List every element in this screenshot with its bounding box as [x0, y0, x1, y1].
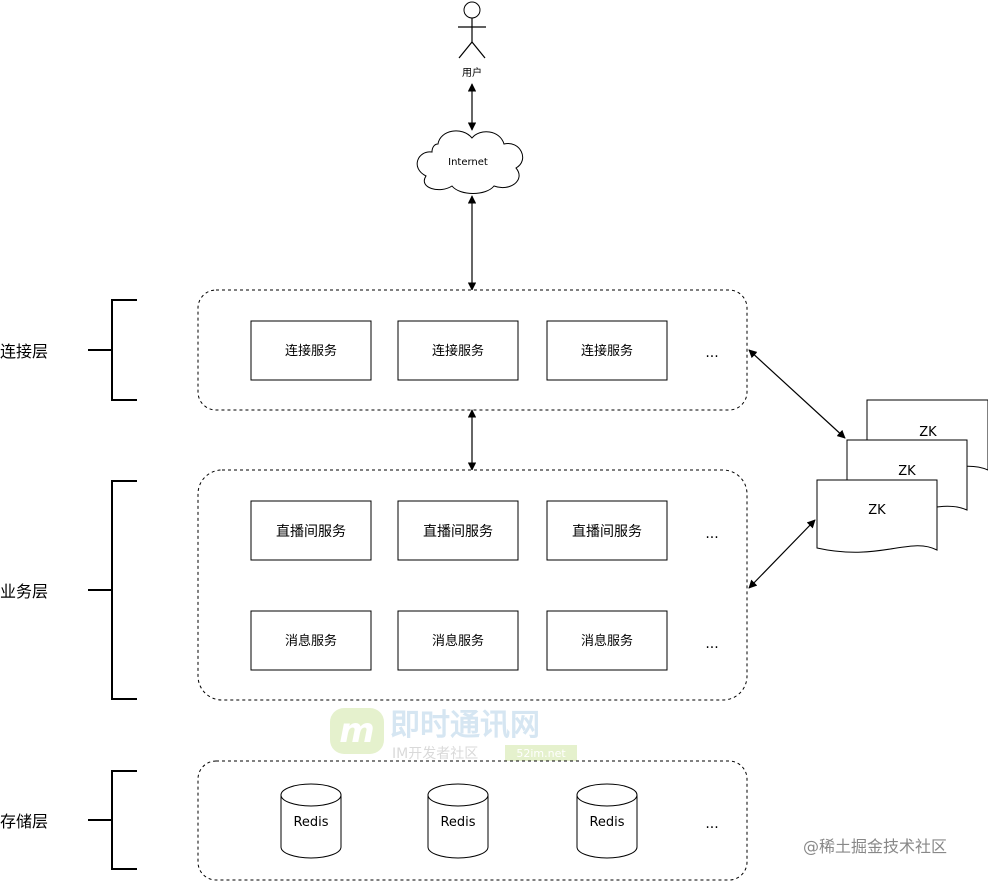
svg-text:ZK: ZK: [868, 503, 886, 518]
live-room-service-1: 直播间服务: [250, 500, 372, 561]
message-service-ellipsis: ...: [705, 636, 718, 652]
message-service-3: 消息服务: [546, 610, 668, 671]
arrow-connection-zk: [748, 349, 846, 439]
redis-2-database-icon: Redis: [427, 783, 489, 859]
arrow-business-zk: [748, 519, 816, 589]
watermark-logo-icon: [330, 708, 384, 754]
live-service-ellipsis: ...: [705, 526, 718, 542]
watermark-tag: 52im.net: [516, 747, 566, 760]
watermark-subtitle: IM开发者社区: [392, 746, 478, 762]
svg-text:ZK: ZK: [898, 464, 916, 479]
svg-text:Redis: Redis: [293, 815, 328, 830]
svg-text:直播间服务: 直播间服务: [276, 523, 346, 540]
user-actor-icon: [458, 1, 486, 59]
internet-cloud-icon: [416, 130, 524, 194]
connection-service-3: 连接服务: [546, 320, 668, 381]
svg-text:直播间服务: 直播间服务: [572, 523, 642, 540]
connection-service-2: 连接服务: [397, 320, 519, 381]
bracket-storage: [88, 770, 137, 870]
message-service-2: 消息服务: [397, 610, 519, 671]
layer-label-business: 业务层: [0, 582, 48, 601]
watermark-title: 即时通讯网: [390, 708, 540, 743]
svg-text:Redis: Redis: [589, 815, 624, 830]
svg-text:连接服务: 连接服务: [285, 343, 337, 359]
bracket-connection: [88, 299, 137, 401]
user-label: 用户: [462, 66, 482, 79]
watermark-logo-text: m: [339, 711, 374, 751]
svg-text:直播间服务: 直播间服务: [423, 523, 493, 540]
redis-1-database-icon: Redis: [280, 783, 342, 859]
svg-text:消息服务: 消息服务: [432, 633, 484, 649]
svg-text:消息服务: 消息服务: [581, 633, 633, 649]
svg-text:连接服务: 连接服务: [432, 343, 484, 359]
svg-text:ZK: ZK: [919, 425, 937, 440]
bracket-business: [88, 480, 137, 700]
message-service-1: 消息服务: [250, 610, 372, 671]
connection-service-1: 连接服务: [250, 320, 372, 381]
layer-label-connection: 连接层: [0, 342, 48, 361]
svg-text:连接服务: 连接服务: [581, 343, 633, 359]
watermark: m 即时通讯网 IM开发者社区 52im.net: [330, 708, 577, 762]
layer-label-storage: 存储层: [0, 812, 48, 831]
redis-3-database-icon: Redis: [576, 783, 638, 859]
internet-label: Internet: [448, 157, 488, 168]
zk-document-1: ZK: [816, 479, 938, 553]
live-room-service-3: 直播间服务: [546, 500, 668, 561]
svg-text:Redis: Redis: [440, 815, 475, 830]
credit-text: @稀土掘金技术社区: [803, 837, 947, 856]
connection-ellipsis: ...: [705, 345, 718, 361]
redis-ellipsis: ...: [705, 816, 718, 832]
live-room-service-2: 直播间服务: [397, 500, 519, 561]
svg-text:消息服务: 消息服务: [285, 633, 337, 649]
